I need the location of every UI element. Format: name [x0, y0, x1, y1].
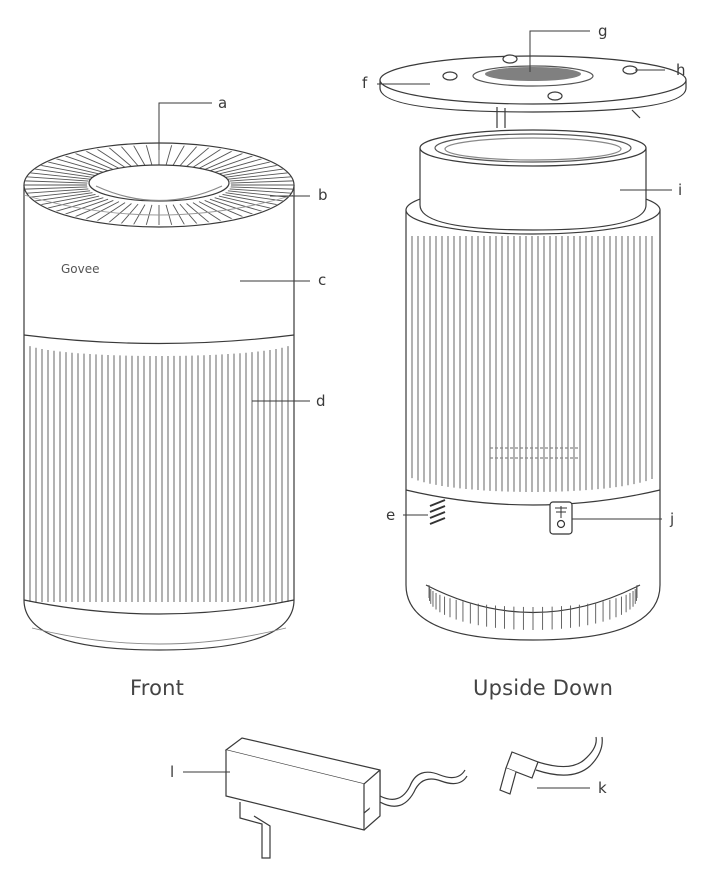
grille-rib — [230, 180, 294, 184]
grille-rib — [172, 145, 186, 166]
grille-rib — [63, 198, 109, 216]
grille-rib — [165, 204, 173, 225]
grille-rib — [132, 145, 146, 166]
label-d: d — [316, 392, 326, 410]
label-b: b — [318, 186, 328, 204]
grille-rib — [34, 168, 93, 178]
grille-rib — [24, 186, 88, 190]
front-purifier — [23, 142, 295, 651]
grille-rib — [179, 203, 199, 225]
grille-rib — [26, 176, 89, 182]
grille-rib — [73, 152, 114, 170]
caption-front: Front — [130, 676, 185, 700]
grille-rib — [198, 149, 235, 169]
adapter-plug — [239, 802, 271, 859]
grille-rib — [54, 157, 104, 173]
grille-rib — [145, 145, 153, 166]
grille-rib — [24, 180, 88, 184]
upside-down-purifier — [379, 54, 687, 641]
grille-rib — [95, 147, 126, 168]
grille-rib — [29, 190, 91, 198]
front-side-grille — [29, 346, 289, 602]
grille-rib — [186, 145, 211, 167]
label-i: i — [678, 181, 683, 199]
right-body-outline — [405, 210, 661, 641]
brand-logo-text: Govee — [61, 262, 100, 276]
grille-rib — [179, 145, 199, 167]
grille-rib — [204, 200, 245, 218]
grille-rib — [39, 193, 96, 206]
grille-rib — [227, 172, 289, 180]
grille-rib — [39, 164, 96, 177]
power-adapter — [224, 737, 468, 859]
grille-rib — [63, 154, 109, 172]
dc-connector — [499, 736, 603, 795]
grille-rib — [132, 204, 146, 225]
label-k: k — [598, 779, 607, 797]
leader-lines — [158, 30, 672, 789]
right-side-grille — [411, 236, 653, 492]
label-e: e — [386, 506, 396, 524]
grille-rib — [225, 192, 284, 202]
cover-knob-front — [547, 91, 563, 101]
grille-rib — [218, 195, 272, 209]
cover-knob-right — [622, 65, 638, 75]
grille-rib — [229, 188, 292, 194]
front-base-top — [23, 599, 295, 615]
grille-rib — [214, 157, 264, 173]
label-j: j — [670, 510, 675, 528]
label-f: f — [362, 74, 368, 92]
grille-rib — [83, 149, 120, 169]
label-a: a — [218, 94, 228, 112]
leader-a — [158, 102, 212, 150]
grille-rib — [230, 186, 294, 190]
leader-g — [529, 30, 590, 72]
front-panel-edge — [23, 334, 295, 345]
grille-rib — [192, 147, 223, 168]
front-top-grille — [24, 145, 294, 225]
right-bottom-grille — [428, 585, 638, 630]
grille-rib — [209, 154, 255, 172]
grille-rib — [107, 145, 132, 167]
label-c: c — [318, 271, 327, 289]
grille-rib — [29, 172, 91, 180]
grille-rib — [225, 168, 284, 178]
cover-knob-left — [442, 71, 458, 81]
caption-upside-down: Upside Down — [473, 676, 614, 700]
grille-rib — [26, 188, 89, 194]
grille-rib — [46, 161, 100, 175]
cover-knob-back — [502, 54, 518, 64]
front-body-outline — [23, 185, 295, 651]
grille-rib — [209, 198, 255, 216]
grille-rib — [198, 201, 235, 221]
grille-rib — [172, 204, 186, 225]
label-g: g — [598, 22, 608, 40]
grille-rib — [145, 204, 153, 225]
grille-rib — [165, 145, 173, 166]
grille-rib — [119, 203, 139, 225]
filter-body — [419, 148, 647, 231]
grille-rib — [46, 195, 100, 209]
label-l: l — [170, 763, 175, 781]
grille-rib — [34, 192, 93, 202]
grille-rib — [204, 152, 245, 170]
grille-rib — [229, 176, 292, 182]
label-h: h — [676, 61, 686, 79]
grille-rib — [218, 161, 272, 175]
side-vent — [429, 499, 446, 525]
grille-rib — [222, 164, 279, 177]
grille-rib — [73, 200, 114, 218]
grille-rib — [119, 145, 139, 167]
grille-rib — [214, 197, 264, 213]
grille-rib — [222, 193, 279, 206]
grille-rib — [83, 201, 120, 221]
grille-rib — [54, 197, 104, 213]
filter-top — [419, 129, 647, 167]
